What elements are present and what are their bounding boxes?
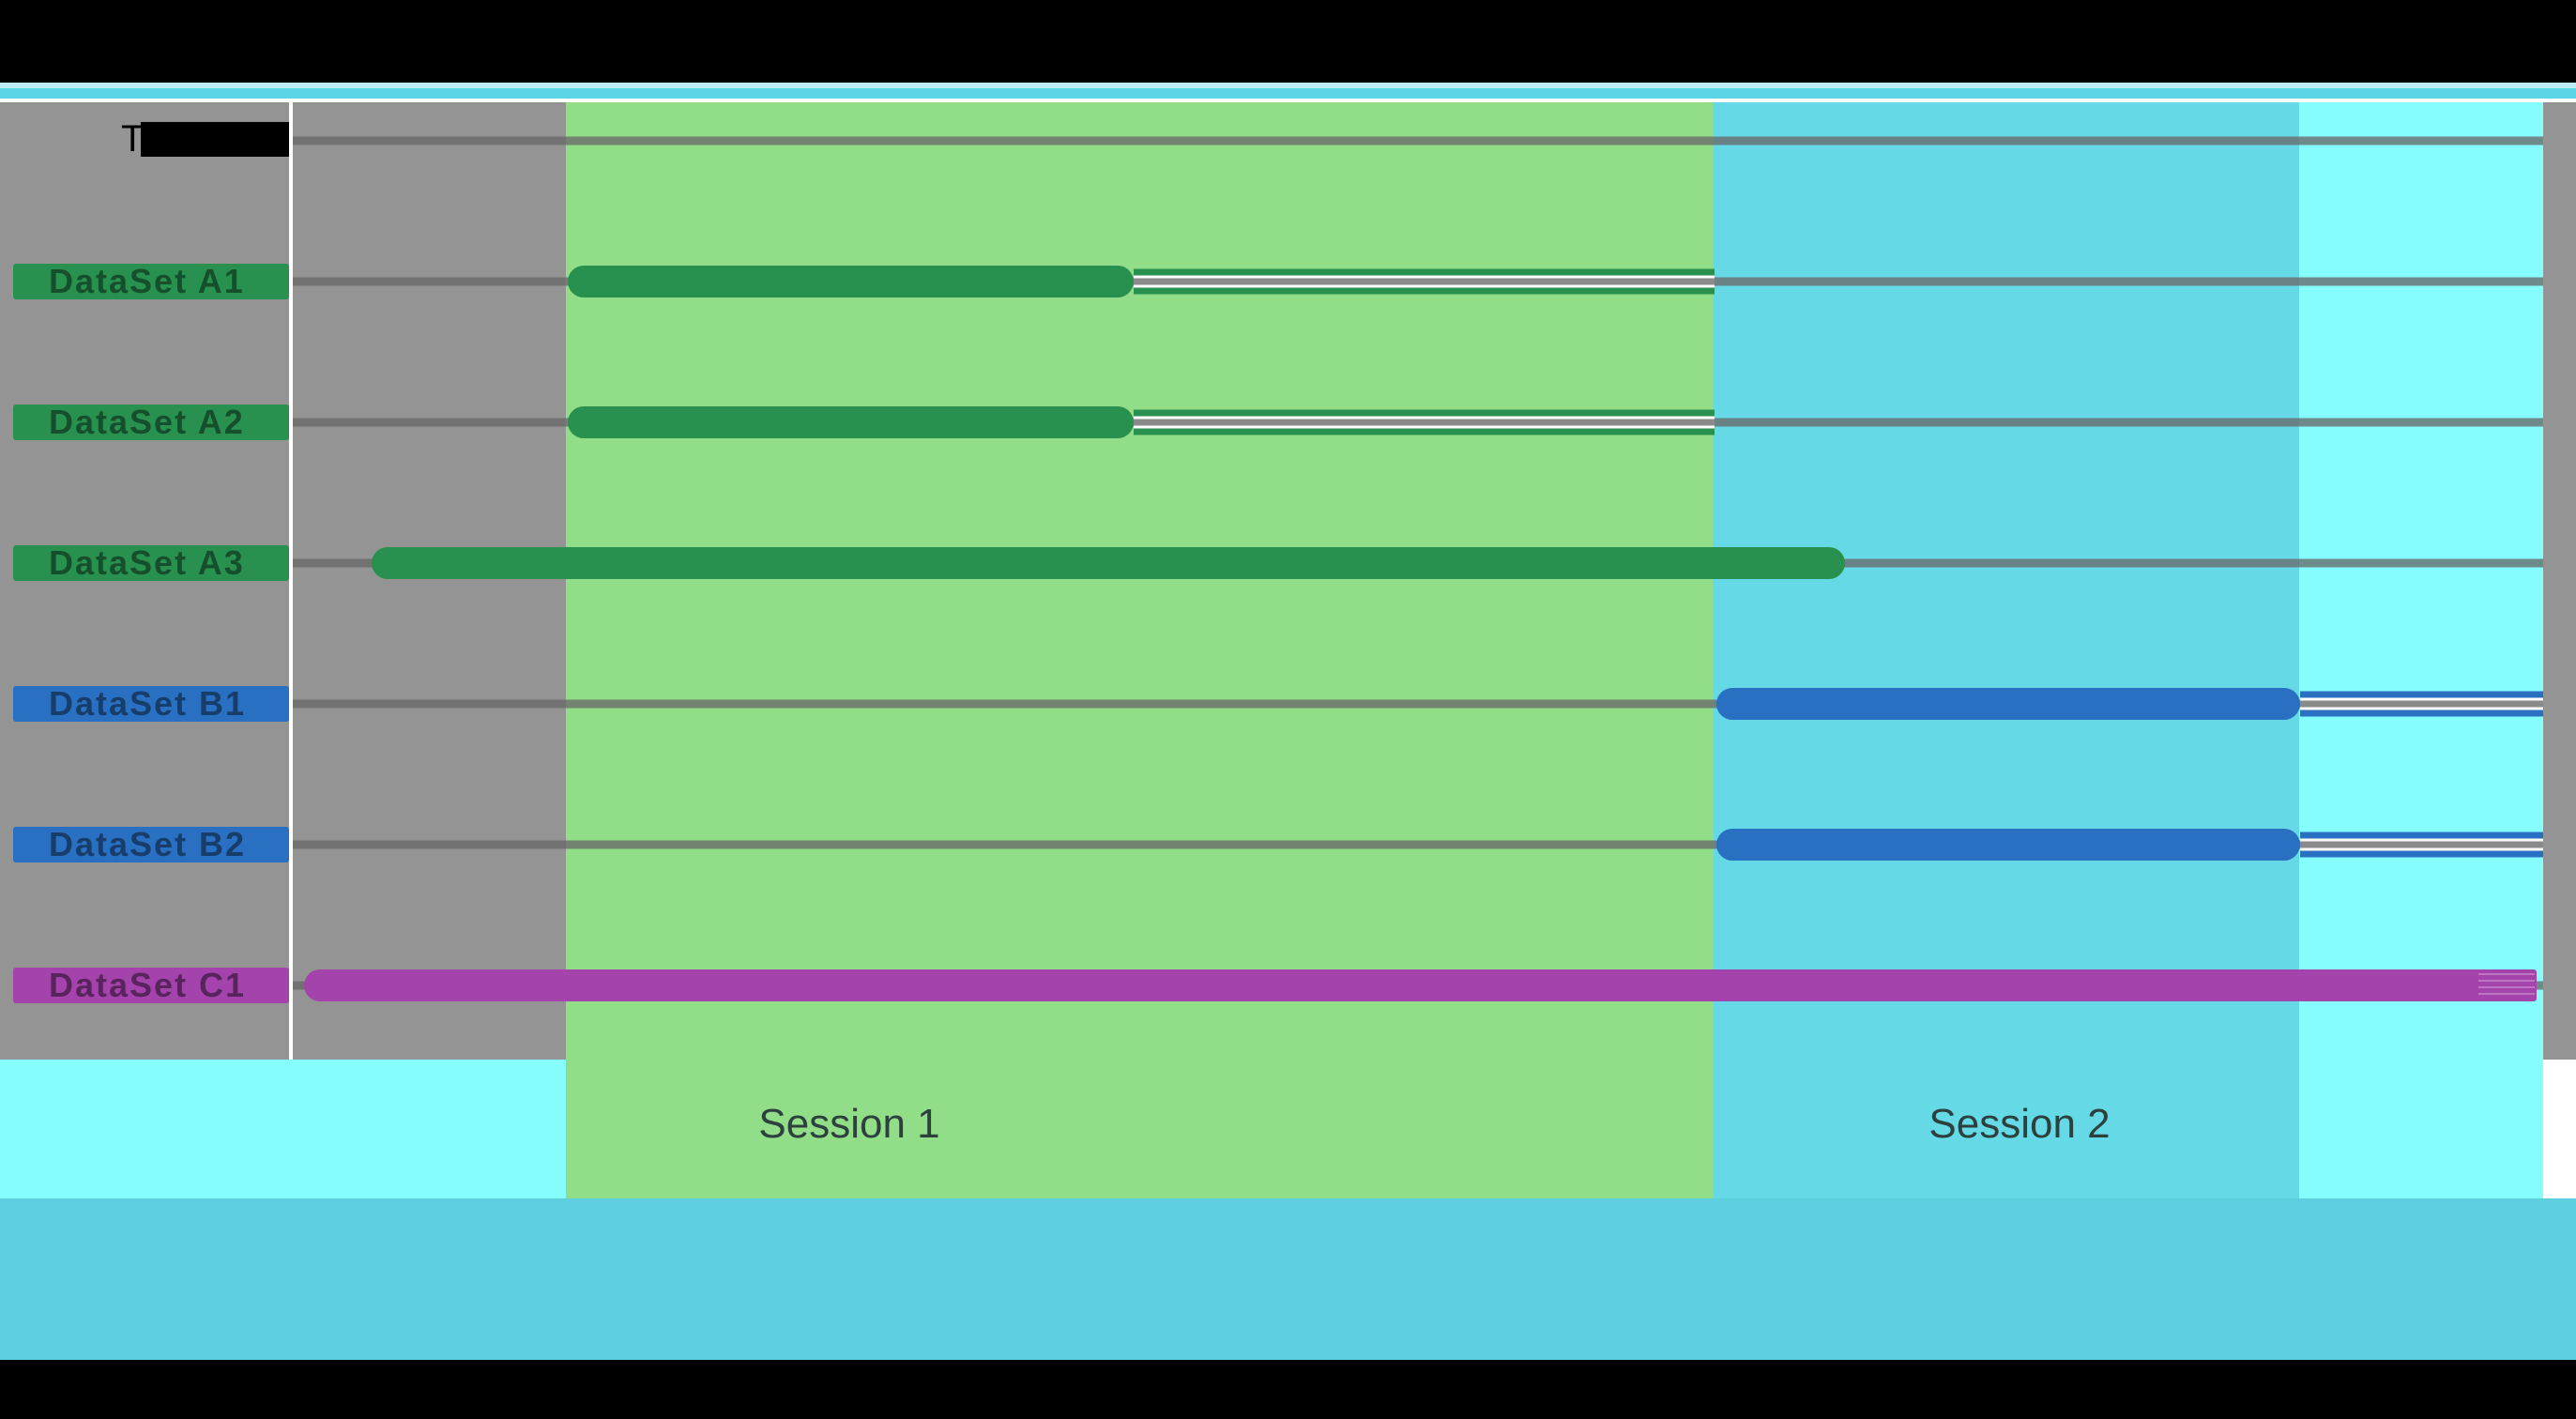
task-trail (2299, 832, 2543, 858)
gridline (293, 136, 2543, 145)
right-margin-column (2543, 102, 2576, 1060)
title-redaction-box (141, 122, 289, 157)
top-white-divider (0, 99, 2576, 102)
chart-title: T (121, 118, 145, 160)
top-cyan-strip (0, 88, 2576, 99)
row-label: DataSet B1 (13, 686, 289, 722)
row-label: DataSet B2 (13, 827, 289, 862)
task-bar (1716, 829, 2300, 861)
top-black-bar (0, 0, 2576, 83)
bar-end-streaks (2477, 973, 2535, 998)
top-light-strip (0, 83, 2576, 88)
footer-teal-band (0, 1198, 2576, 1360)
task-trail (2299, 691, 2543, 717)
row-label: DataSet C1 (13, 968, 289, 1003)
row-label: DataSet A3 (13, 545, 289, 581)
task-bar (568, 266, 1134, 298)
task-trail (1133, 409, 1715, 435)
task-bar (372, 547, 1845, 579)
gridline (293, 699, 2543, 709)
row-label: DataSet A2 (13, 404, 289, 440)
bottom-black-bar (0, 1360, 2576, 1419)
task-trail (1133, 268, 1715, 295)
session1-label: Session 1 (758, 1101, 940, 1147)
bottom-left-band (0, 1060, 566, 1198)
gridline (293, 840, 2543, 849)
session2-label: Session 2 (1928, 1101, 2111, 1147)
task-bar (1716, 688, 2300, 720)
row-label: DataSet A1 (13, 264, 289, 299)
task-bar (568, 406, 1134, 438)
label-column-background (0, 102, 566, 1060)
task-bar (304, 969, 2537, 1001)
legend (0, 1360, 2576, 1419)
plot-left-axis-line (289, 102, 293, 1060)
